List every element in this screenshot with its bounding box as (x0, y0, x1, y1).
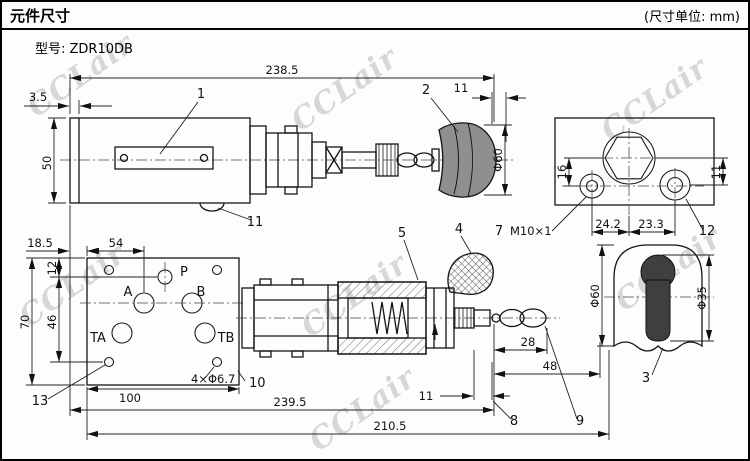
knob-outline (613, 244, 703, 352)
part-label-7: 7 (495, 224, 503, 239)
part-label-12: 12 (699, 224, 716, 239)
dia-knob: Φ60 (491, 148, 505, 172)
clevis-link (499, 308, 525, 328)
knob-grip-stem (645, 279, 671, 342)
mount-holes-note: 4×Φ6.7 (191, 372, 235, 386)
bottom-tab (199, 202, 225, 212)
part-label-10: 10 (249, 376, 266, 391)
port-ta-circle (111, 322, 133, 344)
dim-11: 11 (419, 389, 434, 403)
spring (371, 301, 408, 335)
end-block (554, 117, 715, 206)
knob-view: Φ60 Φ35 3 (588, 244, 714, 386)
port-view-leaders (47, 364, 246, 400)
port-view: 18.5 54 12 70 46 100 P A B TA TB 13 4×Φ6… (18, 236, 266, 409)
section-view: 5 4 28 48 11 8 9 239.5 210.5 (69, 205, 610, 440)
dim-total-length: 238.5 (266, 63, 299, 77)
part-label-9: 9 (576, 414, 584, 429)
part-label-4: 4 (455, 222, 463, 237)
dim-16: 16 (555, 165, 569, 180)
threaded-bush (375, 143, 399, 177)
dim-70: 70 (18, 315, 32, 330)
part-label-1: 1 (197, 87, 205, 102)
dim-46: 46 (45, 315, 59, 330)
part-label-5: 5 (398, 226, 406, 241)
adjust-knob-section (447, 252, 494, 295)
model-label: 型号: ZDR10DB (35, 42, 133, 57)
dim-18-5: 18.5 (27, 236, 53, 250)
thread-spec: M10×1 (510, 224, 552, 238)
part-label-3: 3 (642, 371, 650, 386)
chain-link (396, 152, 418, 168)
section-view-dimensions (69, 205, 610, 440)
unit-note: (尺寸单位: mm) (644, 9, 740, 25)
dim-plate: 3.5 (29, 90, 47, 104)
port-label-tb: TB (217, 331, 235, 346)
dia-outer: Φ60 (588, 284, 602, 308)
port-label-a: A (124, 285, 133, 300)
adjust-screw (453, 307, 475, 329)
dim-12: 12 (45, 261, 59, 276)
sheet-header: 元件尺寸 (尺寸单位: mm) (2, 2, 748, 30)
dim-48: 48 (543, 359, 558, 373)
dim-24-2: 24.2 (595, 217, 621, 231)
part-label-8: 8 (510, 414, 518, 429)
end-view: 16 11 24.2 23.3 7 M10×1 12 (495, 117, 728, 239)
side-view: 238.5 3.5 50 1 2 11 Φ60 11 (24, 63, 526, 230)
end-view-dimensions (564, 157, 728, 236)
part-label-13: 13 (32, 394, 49, 409)
dim-knob-cap: 11 (454, 81, 469, 95)
drawing-area: 型号: ZDR10DB CCLair CCLair CCLair CCLair … (2, 26, 748, 458)
mount-hole (103, 264, 115, 276)
dim-28: 28 (521, 335, 536, 349)
port-label-ta: TA (89, 331, 106, 346)
dim-100: 100 (119, 391, 141, 405)
dim-23-3: 23.3 (638, 217, 664, 231)
side-view-dimensions (24, 74, 526, 204)
clevis-link (519, 308, 547, 328)
mount-hole (211, 264, 223, 276)
chain-link (413, 152, 435, 168)
section-view-leaders (403, 235, 578, 420)
port-face (86, 257, 240, 386)
port-tb-circle (194, 322, 216, 344)
dia-inner: Φ35 (695, 286, 709, 310)
dim-239-5: 239.5 (274, 395, 307, 409)
page-title: 元件尺寸 (10, 6, 71, 25)
mount-hole (211, 356, 223, 368)
part-label-2: 2 (422, 83, 430, 98)
port-label-b: B (197, 285, 206, 300)
port-label-p: P (180, 265, 188, 280)
dim-210-5: 210.5 (374, 419, 407, 433)
technical-drawing: 238.5 3.5 50 1 2 11 Φ60 11 (18, 63, 728, 440)
dim-54: 54 (109, 236, 124, 250)
hand-knob (438, 122, 497, 198)
side-view-leaders (159, 97, 459, 221)
knob-view-dimensions (597, 244, 714, 347)
mount-hole (103, 356, 115, 368)
dim-height: 50 (40, 156, 54, 171)
part-label-11: 11 (247, 215, 264, 230)
valve-body-outline (69, 117, 251, 204)
port-view-dimensions (26, 246, 240, 394)
dim-11: 11 (709, 165, 723, 180)
name-plate-slot (114, 146, 214, 170)
